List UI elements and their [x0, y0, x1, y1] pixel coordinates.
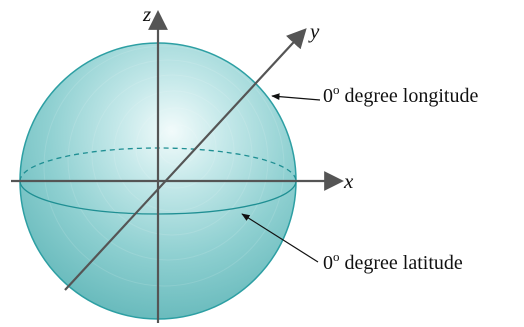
y-axis [64, 28, 307, 291]
x-axis-label: x [343, 169, 354, 193]
y-axis-label: y [308, 19, 320, 43]
longitude-pointer [271, 93, 321, 101]
sphere-shading [43, 45, 285, 287]
longitude-annotation: 0o degree longitude [323, 82, 478, 107]
z-axis-label: z [142, 2, 151, 26]
latitude-annotation: 0o degree latitude [323, 249, 463, 274]
latitude-pointer [241, 213, 319, 263]
